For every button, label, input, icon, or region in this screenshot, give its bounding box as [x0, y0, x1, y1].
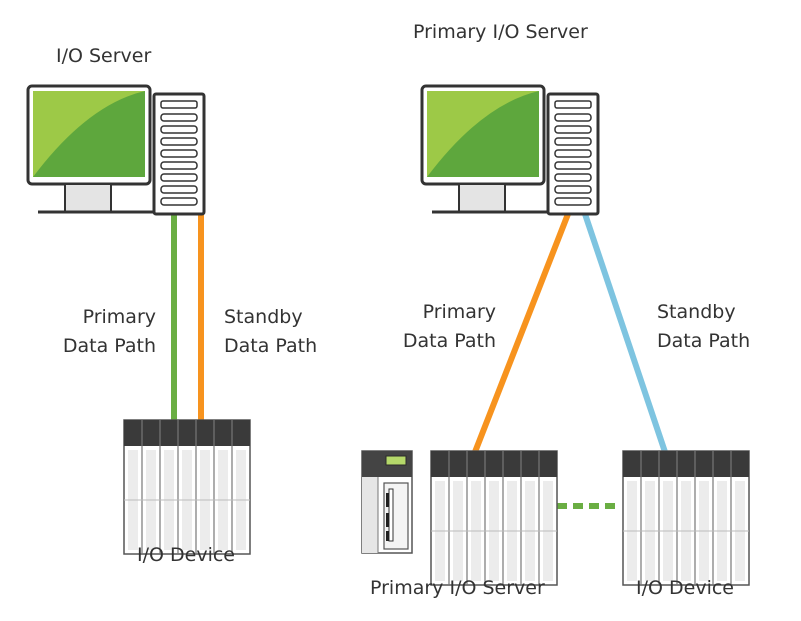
io-device-rack-icon: [622, 450, 750, 586]
left-standby-path-label: Standby Data Path: [224, 306, 318, 357]
left-primary-path-label: Primary Data Path: [62, 306, 156, 357]
right-primary-data-path-line: [472, 212, 571, 454]
right-primary-path-label: Primary Data Path: [402, 301, 496, 352]
primary-server-rack-icon: [430, 450, 558, 586]
computer-icon: [26, 84, 206, 216]
right-bottom-server-label: Primary I/O Server: [370, 577, 545, 599]
right-standby-path-label: Standby Data Path: [657, 301, 751, 352]
controller-icon: [361, 450, 413, 554]
left-server-label: I/O Server: [56, 45, 152, 67]
io-rack-icon: [123, 419, 251, 555]
right-device-label: I/O Device: [636, 577, 734, 599]
primary-server-computer-icon: [420, 84, 600, 216]
left-device-label: I/O Device: [137, 544, 235, 566]
right-top-server-label: Primary I/O Server: [413, 21, 588, 43]
right-standby-data-path-line: [582, 213, 668, 453]
